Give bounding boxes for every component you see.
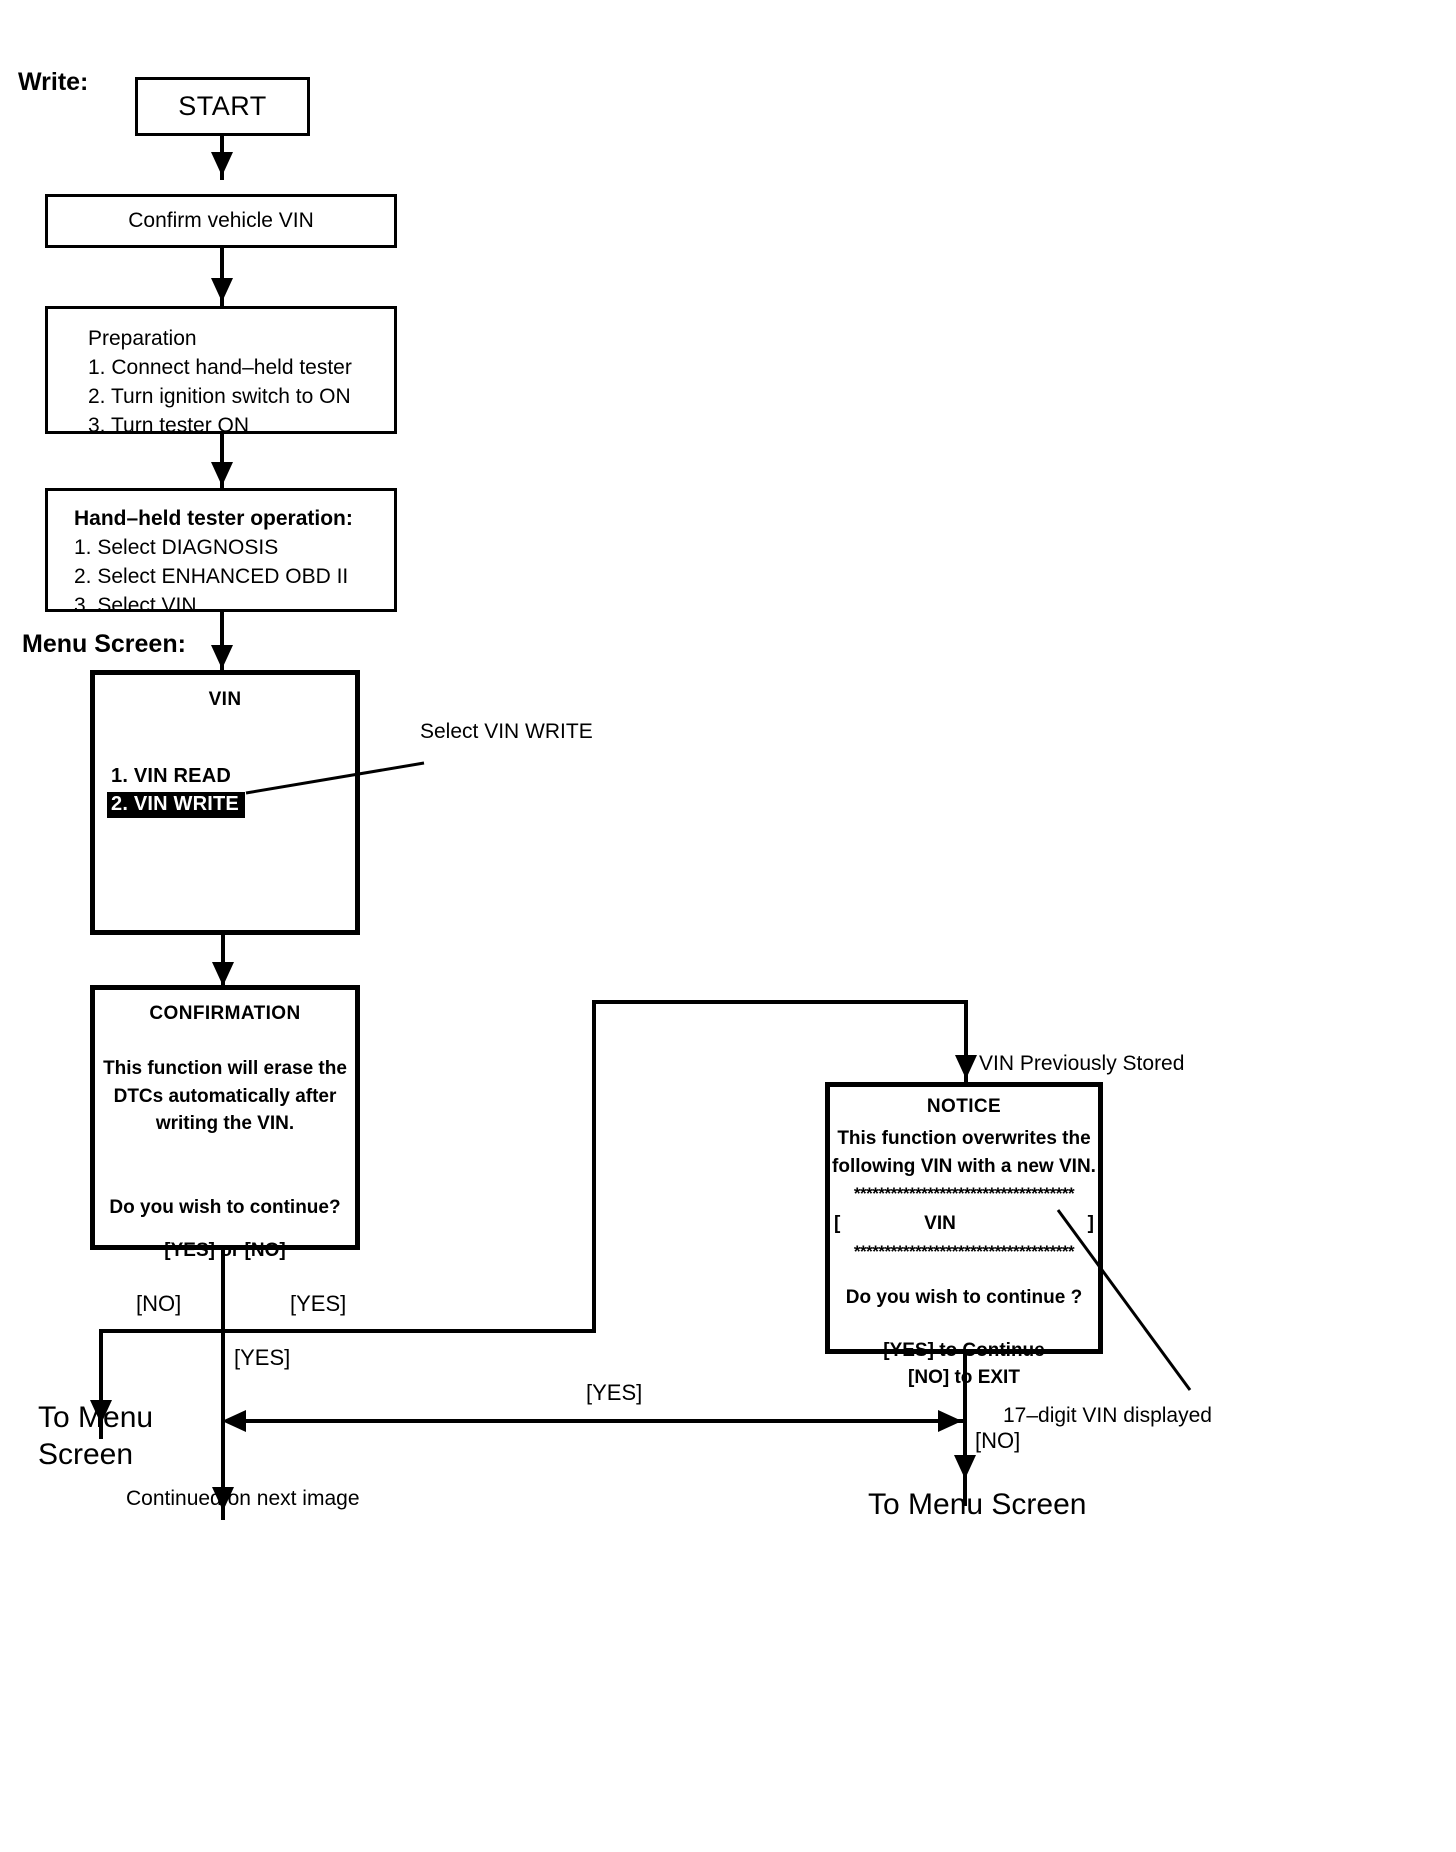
- arrowhead-start-to-confirm: [211, 152, 233, 176]
- screen-notice-vin-text: VIN: [924, 1213, 956, 1235]
- screen-notice: NOTICE This function overwrites the foll…: [825, 1082, 1103, 1388]
- screen-confirmation-options: [YES] or [NO]: [164, 1240, 286, 1262]
- node-tester-operation-step-3: 3. Select VIN: [74, 593, 197, 617]
- screen-notice-vin-row: [ VIN ]: [830, 1213, 1098, 1235]
- screen-confirmation-body-1: This function will erase the: [103, 1058, 347, 1079]
- leader-select-vin-write: [245, 761, 425, 795]
- arrowhead-notice-no: [954, 1455, 976, 1479]
- connector-confirmation-no-vertical: [99, 1329, 103, 1439]
- menu-item-vin-read[interactable]: 1. VIN READ: [111, 765, 232, 787]
- section-label-write: Write:: [18, 68, 89, 96]
- connector-to-notice-horizontal: [592, 1000, 968, 1004]
- node-confirm-vehicle-vin-label: Confirm vehicle VIN: [128, 208, 314, 232]
- connector-vin-menu-to-confirmation: [221, 935, 225, 987]
- node-tester-operation-step-2: 2. Select ENHANCED OBD II: [74, 564, 349, 588]
- screen-notice-vin-open-bracket: [: [834, 1213, 841, 1235]
- terminal-to-menu-screen-right: To Menu Screen: [868, 1488, 1087, 1521]
- node-preparation-step-2: 2. Turn ignition switch to ON: [88, 384, 351, 408]
- screen-confirmation-title: CONFIRMATION: [149, 1003, 301, 1024]
- screen-notice-body-1: This function overwrites the: [837, 1128, 1091, 1149]
- connector-confirmation-yes-horizontal: [221, 1329, 596, 1333]
- arrowhead-confirmation-to-continued: [212, 1487, 234, 1511]
- terminal-continued-next-image: Continued on next image: [126, 1487, 360, 1510]
- menu-item-vin-write[interactable]: 2. VIN WRITE: [107, 792, 245, 818]
- node-preparation-title: Preparation: [88, 327, 197, 350]
- screen-notice-option-yes: [YES] to Continue: [883, 1339, 1045, 1361]
- annotation-select-vin-write: Select VIN WRITE: [420, 720, 593, 743]
- terminal-to-menu-screen-left-line2: Screen: [38, 1437, 134, 1471]
- node-start-label: START: [178, 91, 267, 121]
- connector-confirm-to-preparation: [220, 248, 224, 306]
- section-label-menu-screen: Menu Screen:: [22, 630, 186, 658]
- arrowhead-tester-to-vin-menu: [211, 645, 233, 669]
- screen-confirmation-body-2: DTCs automatically after: [113, 1085, 337, 1107]
- edge-label-notice-yes: [YES]: [586, 1380, 643, 1405]
- node-confirm-vehicle-vin: Confirm vehicle VIN: [45, 194, 397, 248]
- leader-seventeen-digit-vin: [1056, 1209, 1192, 1391]
- arrowhead-notice-yes: [222, 1410, 246, 1432]
- screen-confirmation-body-3: writing the VIN.: [155, 1113, 295, 1135]
- screen-notice-title: NOTICE: [926, 1096, 1002, 1117]
- terminal-to-menu-screen-left-line1: To Menu: [38, 1401, 154, 1434]
- node-preparation-step-3: 3. Turn tester ON: [88, 413, 250, 437]
- arrowhead-confirm-to-preparation: [211, 278, 233, 302]
- edge-label-confirmation-yes-right: [YES]: [290, 1291, 347, 1316]
- screen-confirmation-question: Do you wish to continue?: [109, 1196, 341, 1218]
- screen-confirmation: CONFIRMATION This function will erase th…: [90, 985, 360, 1261]
- terminal-to-menu-screen-left: To Menu Screen: [38, 1400, 153, 1473]
- arrowhead-preparation-to-tester: [211, 462, 233, 486]
- connector-to-notice-vertical: [964, 1000, 968, 1084]
- node-tester-operation-step-1: 1. Select DIAGNOSIS: [74, 535, 279, 559]
- connector-tester-to-vin-menu: [220, 612, 224, 670]
- node-tester-operation-title: Hand–held tester operation:: [74, 507, 353, 530]
- screen-vin-menu: VIN 1. VIN READ 2. VIN WRITE: [90, 670, 360, 935]
- edge-label-confirmation-yes-down: [YES]: [234, 1345, 291, 1370]
- arrowhead-to-notice: [955, 1055, 977, 1079]
- annotation-seventeen-digit-vin: 17–digit VIN displayed: [1003, 1404, 1212, 1427]
- screen-notice-stars-bottom: ************************************: [853, 1242, 1075, 1262]
- edge-label-notice-no: [NO]: [975, 1428, 1021, 1453]
- screen-notice-stars-top: ************************************: [853, 1184, 1075, 1204]
- connector-confirmation-yes-vertical: [592, 1000, 596, 1331]
- screen-vin-menu-title: VIN: [208, 689, 242, 710]
- annotation-vin-previously-stored: VIN Previously Stored: [979, 1052, 1185, 1075]
- connector-notice-yes-horizontal: [240, 1419, 965, 1423]
- node-preparation: Preparation 1. Connect hand–held tester …: [45, 306, 397, 437]
- arrowhead-vin-menu-to-confirmation: [212, 962, 234, 986]
- node-preparation-step-1: 1. Connect hand–held tester: [88, 355, 352, 379]
- screen-notice-vin-close-bracket: ]: [1087, 1213, 1094, 1235]
- node-tester-operation: Hand–held tester operation: 1. Select DI…: [45, 488, 397, 617]
- connector-confirmation-stem: [221, 1250, 225, 1520]
- connector-notice-stem: [963, 1354, 967, 1506]
- connector-confirmation-no-horizontal: [101, 1329, 223, 1333]
- arrowhead-confirmation-no: [90, 1400, 112, 1424]
- edge-label-confirmation-no: [NO]: [136, 1291, 182, 1316]
- screen-notice-question: Do you wish to continue ?: [845, 1287, 1083, 1309]
- arrowhead-notice-yes-entry: [938, 1410, 962, 1432]
- screen-notice-body-2: following VIN with a new VIN.: [832, 1155, 1096, 1177]
- node-start: START: [135, 77, 310, 136]
